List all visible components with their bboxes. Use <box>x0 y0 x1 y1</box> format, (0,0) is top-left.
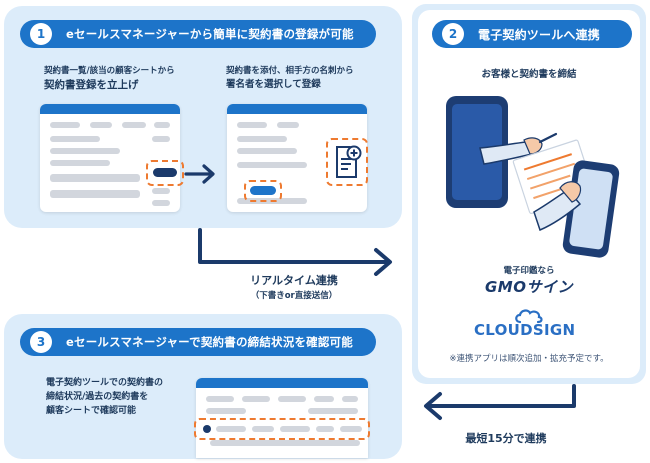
cloudsign-logo-text: CLOUDSIGN <box>474 321 576 339</box>
step1-register-button-highlight <box>146 160 184 186</box>
step1-header: 1 eセールスマネージャーから簡単に契約書の登録が可能 <box>20 20 376 48</box>
step1-register-button[interactable] <box>153 168 177 177</box>
step1-signer-select-button[interactable] <box>250 186 276 195</box>
gmo-sign-logo: GMOサイン <box>485 278 573 296</box>
contract-signing-illustration <box>446 96 620 258</box>
cloud-sign-icon <box>515 309 543 324</box>
step3-label-line2: 締結状況/過去の契約書を <box>46 392 149 402</box>
realtime-subtitle: （下書きor直接送信） <box>250 291 338 301</box>
step1-left-label-line1: 契約書一覧/該当の顧客シートから <box>44 66 175 76</box>
step1-mock-screen-list <box>40 104 180 212</box>
step3-contract-row-highlight <box>194 418 370 440</box>
contract-status-dot <box>203 425 211 433</box>
document-add-icon <box>336 145 362 178</box>
step1-right-label-line1: 契約書を添付、相手方の名刺から <box>226 66 354 76</box>
step2-note: ※連携アプリは順次追加・拡充予定です。 <box>449 354 609 364</box>
realtime-flow-arrow-icon <box>198 228 392 276</box>
fastest-title: 最短15分で連携 <box>465 432 547 445</box>
step2-subtitle: お客様と契約書を締結 <box>481 69 577 80</box>
fastest-flow-arrow-icon <box>424 384 576 420</box>
step2-number: 2 <box>442 23 464 45</box>
step1-title: eセールスマネージャーから簡単に契約書の登録が可能 <box>66 26 354 42</box>
step1-file-attach-highlight <box>326 138 368 186</box>
step1-right-label-line2: 署名者を選択して登録 <box>226 79 321 90</box>
gmo-caption: 電子印鑑なら <box>503 266 555 276</box>
step3-label-line1: 電子契約ツールでの契約書の <box>46 378 164 388</box>
step3-header: 3 eセールスマネージャーで契約書の締結状況を確認可能 <box>20 328 376 356</box>
step3-contract-row-line <box>216 426 246 432</box>
step3-title: eセールスマネージャーで契約書の締結状況を確認可能 <box>66 335 353 349</box>
step1-arrow-icon <box>184 164 215 184</box>
step2-header: 2 電子契約ツールへ連携 <box>432 20 632 48</box>
step1-signer-select-highlight <box>244 180 282 202</box>
step3-number: 3 <box>30 331 52 353</box>
cloudsign-logo: CLOUDSIGN <box>474 309 586 342</box>
step1-number: 1 <box>30 23 52 45</box>
step2-title: 電子契約ツールへ連携 <box>478 27 601 42</box>
step3-label-line3: 顧客シートで確認可能 <box>46 406 137 416</box>
step1-title-text: eセールスマネージャーから簡単に契約書の登録が可能 <box>66 27 354 41</box>
step1-left-label-line2: 契約書登録を立上げ <box>44 79 139 91</box>
realtime-title: リアルタイム連携 <box>250 274 338 287</box>
